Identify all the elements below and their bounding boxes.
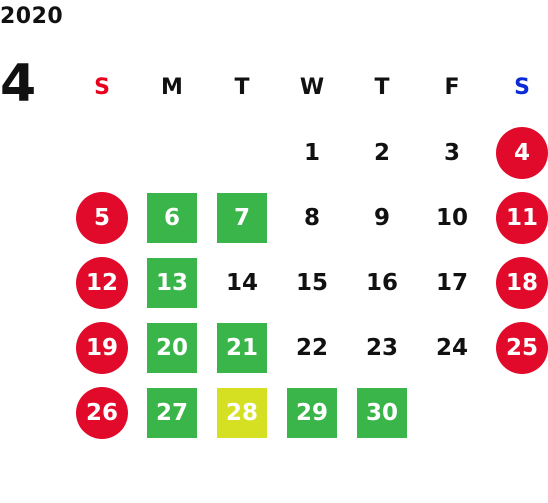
- calendar-day-2: 2: [347, 120, 417, 185]
- day-number: 30: [357, 387, 407, 438]
- calendar-day-13: 13: [137, 250, 207, 315]
- day-number: 8: [303, 204, 320, 231]
- day-number: 18: [496, 256, 548, 309]
- day-number: 13: [147, 257, 197, 308]
- day-number: 22: [295, 334, 328, 361]
- calendar-day-23: 23: [347, 315, 417, 380]
- calendar-day-8: 8: [277, 185, 347, 250]
- day-number: 19: [76, 321, 128, 374]
- day-number: 29: [287, 387, 337, 438]
- calendar-day-29: 29: [277, 380, 347, 445]
- calendar-day-5: 5: [67, 185, 137, 250]
- day-number: 3: [443, 139, 460, 166]
- day-number: 26: [76, 386, 128, 439]
- calendar-day-25: 25: [487, 315, 548, 380]
- calendar-day-3: 3: [417, 120, 487, 185]
- calendar-day-19: 19: [67, 315, 137, 380]
- calendar-day-12: 12: [67, 250, 137, 315]
- calendar-day-21: 21: [207, 315, 277, 380]
- calendar-day-28: 28: [207, 380, 277, 445]
- calendar-day-11: 11: [487, 185, 548, 250]
- day-number: 4: [496, 126, 548, 179]
- weekday-header-tuesday: T: [234, 75, 250, 100]
- calendar-day-10: 10: [417, 185, 487, 250]
- day-number: 9: [373, 204, 390, 231]
- calendar-day-6: 6: [137, 185, 207, 250]
- calendar-day-27: 27: [137, 380, 207, 445]
- day-number: 5: [76, 191, 128, 244]
- day-number: 6: [147, 192, 197, 243]
- calendar-year: 2020: [0, 4, 64, 29]
- calendar-day-14: 14: [207, 250, 277, 315]
- weekday-header-friday: F: [444, 75, 460, 100]
- calendar-day-1: 1: [277, 120, 347, 185]
- day-number: 14: [225, 269, 258, 296]
- calendar-day-17: 17: [417, 250, 487, 315]
- weekday-header-saturday: S: [514, 75, 530, 100]
- day-number: 20: [147, 322, 197, 373]
- calendar-day-16: 16: [347, 250, 417, 315]
- weekday-header-sunday: S: [94, 75, 110, 100]
- calendar-day-4: 4: [487, 120, 548, 185]
- day-number: 16: [365, 269, 398, 296]
- calendar-day-24: 24: [417, 315, 487, 380]
- calendar-month: 4: [0, 54, 37, 114]
- weekday-header-thursday: T: [374, 75, 390, 100]
- day-number: 24: [435, 334, 468, 361]
- day-number: 21: [217, 322, 267, 373]
- day-number: 11: [496, 191, 548, 244]
- weekday-header-monday: M: [161, 75, 183, 100]
- day-number: 12: [76, 256, 128, 309]
- day-number: 2: [373, 139, 390, 166]
- day-number: 7: [217, 192, 267, 243]
- calendar-day-7: 7: [207, 185, 277, 250]
- day-number: 15: [295, 269, 328, 296]
- calendar-day-18: 18: [487, 250, 548, 315]
- day-number: 28: [217, 387, 267, 438]
- weekday-header-wednesday: W: [299, 75, 325, 100]
- calendar-day-22: 22: [277, 315, 347, 380]
- calendar-day-9: 9: [347, 185, 417, 250]
- day-number: 25: [496, 321, 548, 374]
- day-number: 1: [303, 139, 320, 166]
- calendar-day-26: 26: [67, 380, 137, 445]
- day-number: 27: [147, 387, 197, 438]
- day-number: 17: [435, 269, 468, 296]
- calendar-day-15: 15: [277, 250, 347, 315]
- calendar-day-30: 30: [347, 380, 417, 445]
- calendar-day-20: 20: [137, 315, 207, 380]
- day-number: 10: [435, 204, 468, 231]
- day-number: 23: [365, 334, 398, 361]
